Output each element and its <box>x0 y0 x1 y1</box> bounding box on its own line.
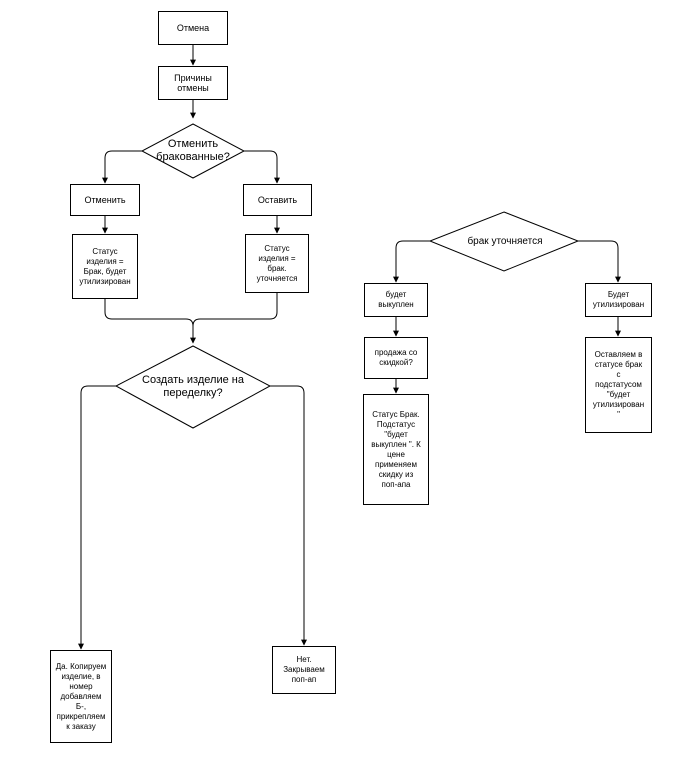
node-status-scrap: Статус изделия = Брак, будет утилизирова… <box>72 234 138 299</box>
node-will-be-bought: будет выкуплен <box>364 283 428 317</box>
node-no-close-popup: Нет. Закрываем поп-ап <box>272 646 336 694</box>
decision-cancel-defective-question: Отменить бракованные? <box>156 138 230 163</box>
decision-defect-clarifying: брак уточняется <box>467 235 543 247</box>
node-keep-defect-disposed: Оставляем в статусе брак с подстатусом "… <box>585 337 652 433</box>
node-cancel: Отмена <box>158 11 228 45</box>
decision-create-remake-question: Создать изделие на переделку? <box>142 374 244 399</box>
node-yes-copy-item: Да. Копируем изделие, в номер добавляем … <box>50 650 112 743</box>
decision-cancel-defective-shape <box>140 123 246 179</box>
decision-defect-clarifying-shape <box>428 211 580 272</box>
edge-remake-to-yes <box>78 385 116 650</box>
edge-question-to-cancel <box>102 150 142 184</box>
decision-create-remake-shape <box>114 345 272 429</box>
node-status-clarify: Статус изделия = брак. уточняется <box>245 234 309 293</box>
node-will-be-disposed: Будет утилизирован <box>585 283 652 317</box>
node-discount-sale-question: продажа со скидкой? <box>364 337 428 379</box>
node-cancel-reasons: Причины отмены <box>158 66 228 100</box>
edge-clarifying-to-bought <box>393 240 430 283</box>
edge-status-scrap-to-merge <box>104 299 196 344</box>
node-status-defect-bought: Статус Брак. Подстатус "будет выкуплен "… <box>363 394 429 505</box>
edge-status-clarify-to-merge <box>192 293 278 327</box>
edge-clarifying-to-disposed <box>578 240 621 283</box>
node-cancel-action: Отменить <box>70 184 140 216</box>
edge-remake-to-no <box>270 385 307 646</box>
edge-question-to-keep <box>244 150 280 184</box>
node-keep-action: Оставить <box>243 184 312 216</box>
